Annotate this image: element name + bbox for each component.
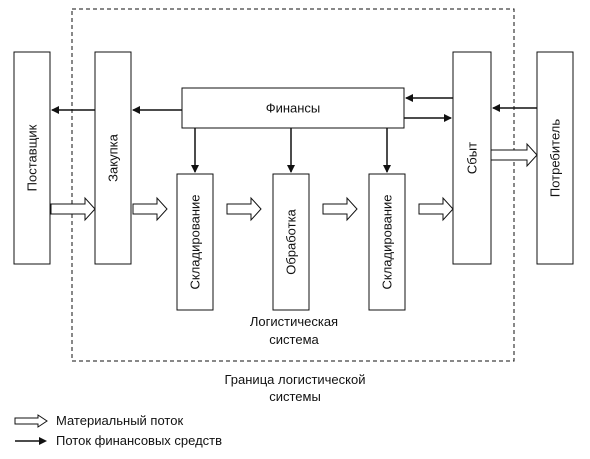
material-arrow-sales-to-consumer bbox=[490, 142, 538, 168]
boundary-label-line2: системы bbox=[269, 389, 321, 404]
warehousing-label-1: Складирование bbox=[188, 194, 203, 289]
system-boundary bbox=[71, 8, 515, 362]
logistics-system-label-line1: Логистическая bbox=[250, 314, 338, 329]
legend-finance-flow-label: Поток финансовых средств bbox=[56, 433, 223, 448]
processing-label: Обработка bbox=[284, 208, 299, 274]
warehousing-label-2: Складирование bbox=[380, 194, 395, 289]
logistics-system-label-line2: система bbox=[269, 332, 319, 347]
material-arrow-warehousing-to-sales bbox=[418, 196, 454, 222]
legend-finance-flow: Поток финансовых средств bbox=[14, 433, 222, 448]
material-arrow-supplier-to-purchasing bbox=[50, 196, 96, 222]
consumer-block: Потребитель bbox=[536, 51, 574, 265]
legend-material-flow: Материальный поток bbox=[14, 413, 183, 428]
material-arrow-processing-to-warehousing bbox=[322, 196, 358, 222]
processing-block: Обработка bbox=[272, 173, 310, 311]
warehousing-block-1: Складирование bbox=[176, 173, 214, 311]
purchasing-block: Закупка bbox=[94, 51, 132, 265]
solid-arrow-icon bbox=[15, 436, 47, 445]
hollow-arrow-icon bbox=[14, 413, 48, 428]
sales-label: Сбыт bbox=[465, 142, 480, 174]
supplier-block: Поставщик bbox=[13, 51, 51, 265]
material-arrow-warehousing-to-processing bbox=[226, 196, 262, 222]
material-arrow-purchasing-to-warehousing bbox=[132, 196, 168, 222]
purchasing-label: Закупка bbox=[106, 133, 121, 181]
boundary-label-line1: Граница логистической bbox=[224, 372, 365, 387]
finance-label: Финансы bbox=[266, 101, 321, 116]
finance-block: Финансы bbox=[181, 87, 405, 129]
consumer-label: Потребитель bbox=[548, 119, 563, 197]
warehousing-block-2: Складирование bbox=[368, 173, 406, 311]
sales-block: Сбыт bbox=[452, 51, 492, 265]
supplier-label: Поставщик bbox=[25, 124, 40, 191]
legend-material-flow-label: Материальный поток bbox=[56, 413, 184, 428]
